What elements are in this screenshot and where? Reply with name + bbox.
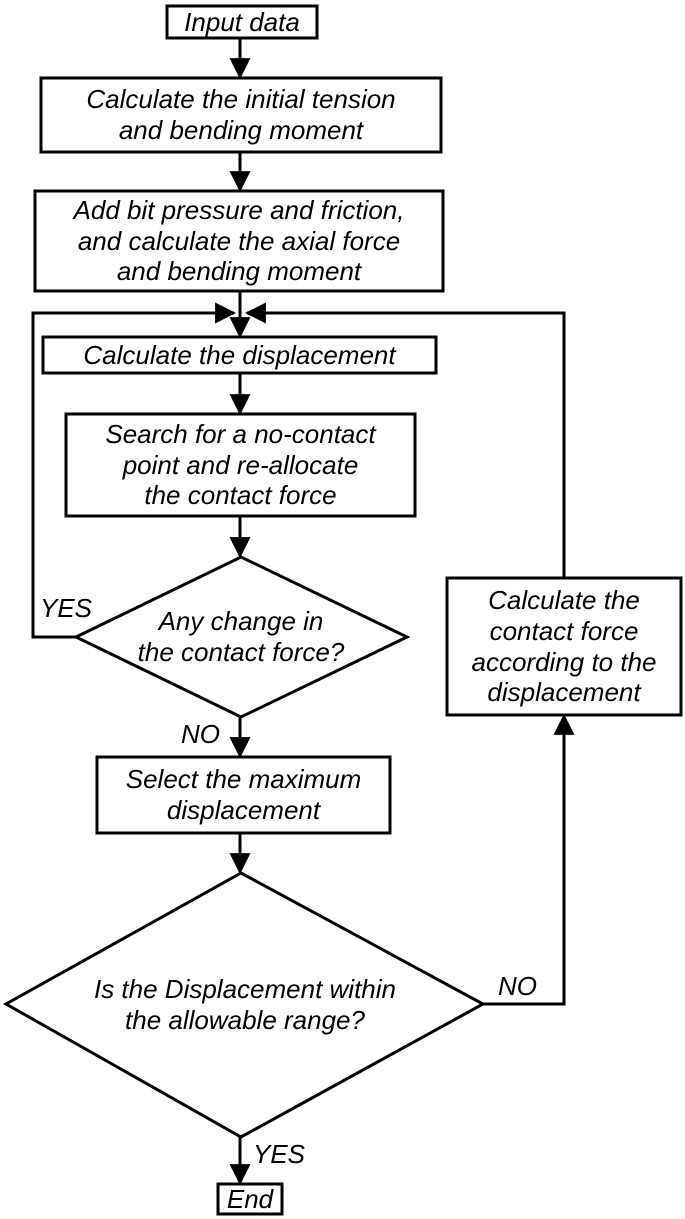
node-input: Input data — [167, 6, 317, 38]
node-text-line: End — [226, 1183, 274, 1214]
node-end: End — [218, 1184, 282, 1214]
node-text-line: Is the Displacement within — [93, 974, 397, 1005]
box-input — [165, 4, 319, 40]
node-text-line: Add bit pressure and friction, — [73, 194, 405, 225]
label-change-yes: YES — [40, 593, 93, 623]
node-displacement: Calculate the displacement — [43, 337, 436, 373]
node-text-line: according to the — [471, 646, 657, 677]
arrow-range-no — [483, 713, 575, 1006]
node-text-line: point and re-allocate — [122, 449, 359, 480]
node-text-line: Search for a no-contact — [105, 418, 376, 449]
node-text-line: contact force — [489, 615, 639, 646]
arrow-contact-return — [244, 302, 566, 578]
node-text-line: Input data — [184, 6, 300, 37]
node-text-line: and bending moment — [116, 256, 362, 287]
node-text-line: Calculate the displacement — [83, 339, 396, 370]
node-text-line: Select the maximum — [125, 764, 362, 795]
label-range-yes: YES — [253, 1139, 306, 1169]
label-change-no: NO — [181, 719, 220, 749]
node-text-line: Any change in — [158, 606, 324, 637]
node-text-line: Calculate the — [488, 585, 640, 616]
node-text-line: Calculate the initial tension — [86, 84, 396, 115]
node-text-line: the contact force — [144, 480, 337, 511]
arrow-change-yes-loop — [31, 302, 237, 639]
node-text-line: displacement — [487, 677, 641, 708]
node-text-line: the allowable range? — [125, 1005, 365, 1035]
node-text-line: and calculate the axial force — [77, 225, 401, 256]
node-bit-pressure: Add bit pressure and friction,and calcul… — [35, 191, 443, 291]
label-range-no: NO — [498, 971, 537, 1001]
node-text-line: displacement — [166, 795, 321, 825]
node-text-line: and bending moment — [118, 115, 364, 145]
node-text-line: the contact force? — [137, 637, 345, 667]
